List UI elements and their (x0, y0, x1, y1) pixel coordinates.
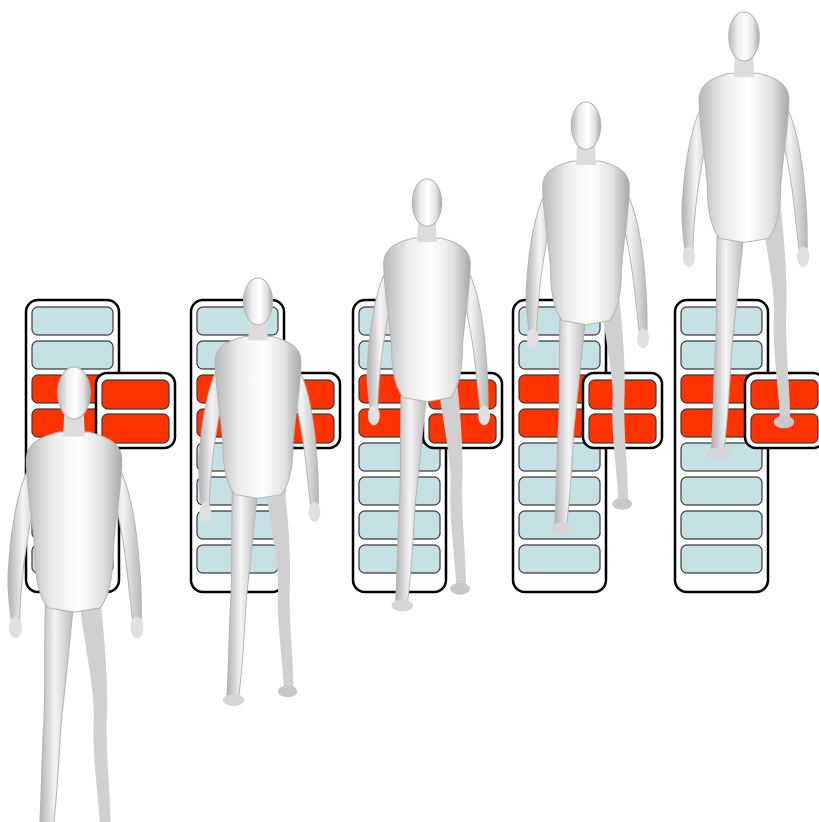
figure-hand (527, 329, 539, 349)
sensor-slot (681, 511, 762, 539)
figure-foot (392, 600, 414, 612)
figure-hand (130, 617, 143, 639)
sensor-slot (32, 341, 113, 369)
sensor-slot-active (102, 414, 169, 443)
figure-leg-left (39, 595, 74, 822)
sensor-slot (681, 477, 762, 505)
figure-hand (683, 247, 695, 267)
figure-torso (384, 238, 471, 402)
figure-head (571, 102, 601, 149)
figure-torso (699, 73, 789, 242)
figure-hand (200, 502, 212, 522)
figure-torso (26, 432, 121, 612)
figure-head (729, 12, 760, 61)
sensor-slot (519, 545, 600, 573)
figure-foot (278, 686, 298, 698)
figure-foot (551, 523, 573, 535)
figure-torso (543, 161, 630, 325)
figure-foot (707, 448, 729, 460)
sensor-slot (32, 307, 113, 335)
figure-foot (223, 694, 244, 706)
figure-foot (450, 583, 470, 595)
figure-leg-right (78, 595, 111, 822)
figure-hand (637, 329, 649, 349)
figure-hand (797, 247, 809, 267)
figure-foot (612, 498, 632, 510)
figure-head (412, 179, 442, 226)
figure-torso (215, 337, 301, 499)
figure-head (58, 367, 91, 419)
figure-foot (774, 416, 794, 428)
figure-hand (368, 406, 380, 426)
sensor-slot (681, 545, 762, 573)
sensor-slot-active (102, 380, 169, 409)
figure-head (243, 278, 272, 325)
figure-hand (9, 617, 22, 639)
stage-5 (675, 300, 819, 592)
figure-hand (478, 406, 490, 426)
active-sensor-block (96, 373, 175, 448)
figure-hand (309, 502, 321, 522)
